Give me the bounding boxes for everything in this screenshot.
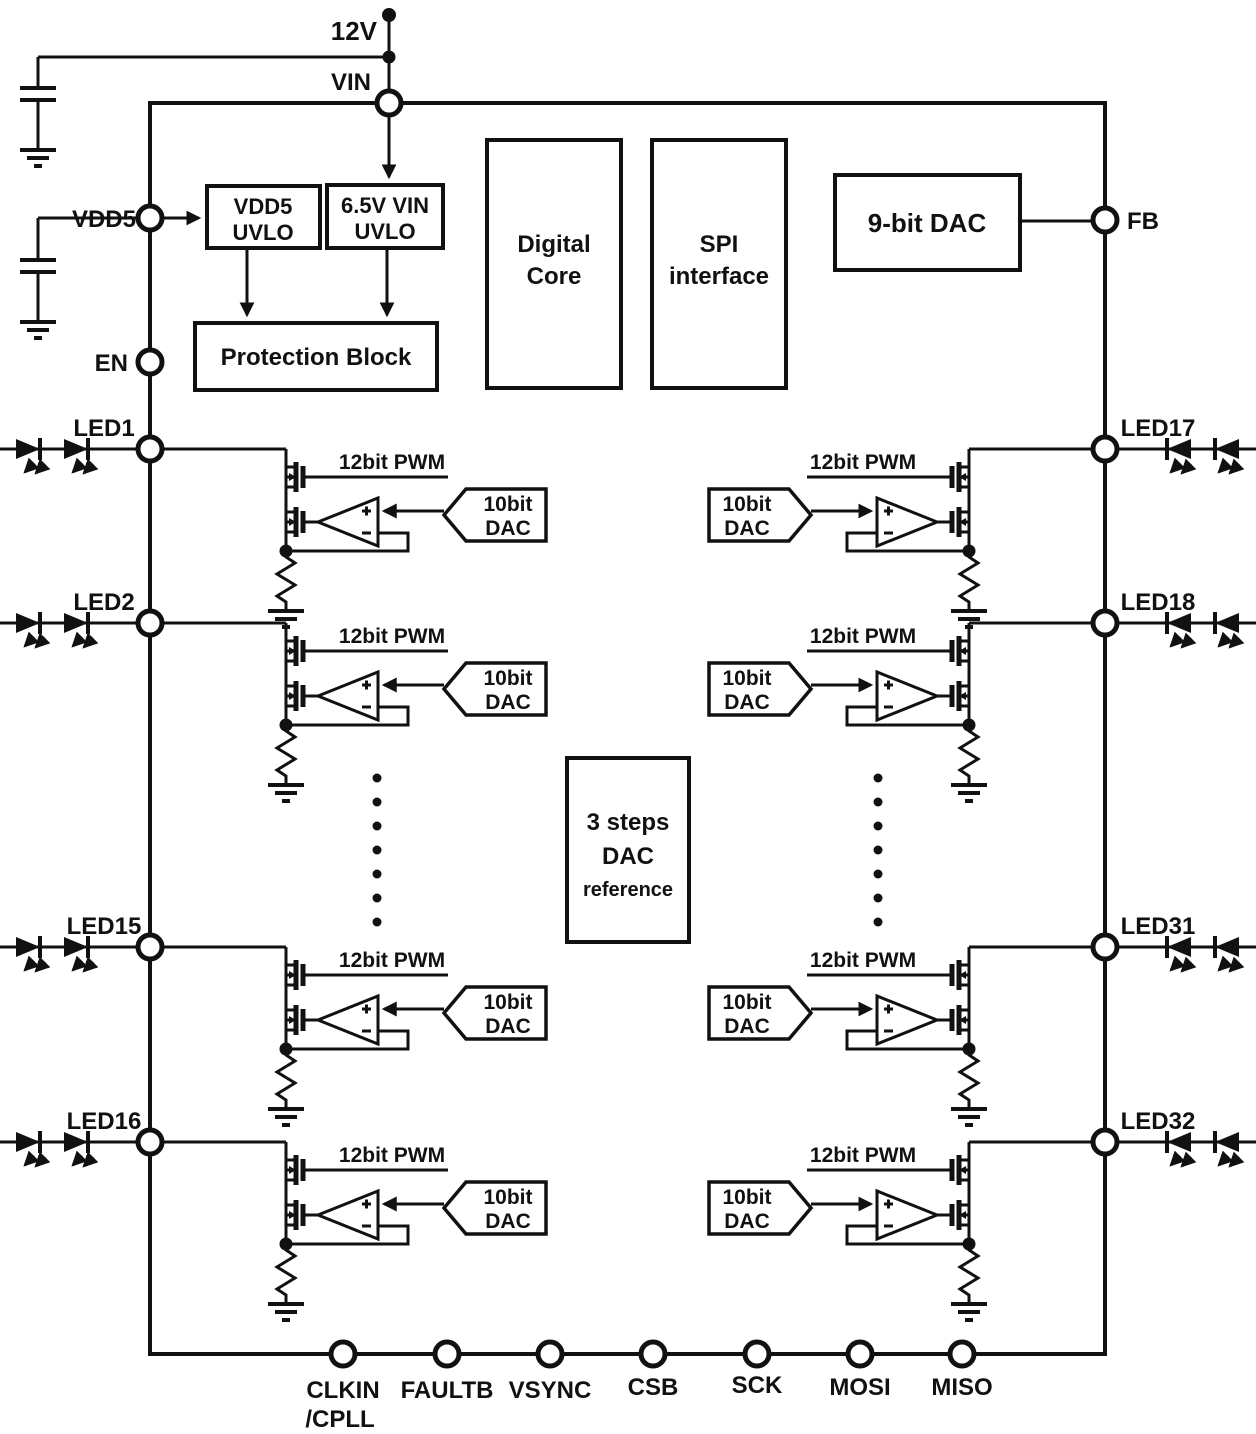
fb-pin-label: FB [1127,208,1159,235]
spi-interface-block [650,138,788,390]
dac10-line1: 10bit [483,667,532,690]
led-pin-label: LED32 [1121,1108,1196,1135]
vin-uvlo-line1: 6.5V VIN [341,193,429,218]
pwm-label: 12bit PWM [339,1144,445,1167]
faultb-label: FAULTB [401,1377,494,1404]
supply-node-dot [382,8,396,22]
dac10-line2: DAC [724,1015,770,1038]
vdd5-uvlo-block [205,184,322,250]
digital-core-line1: Digital [517,231,590,258]
dac10-line2: DAC [724,691,770,714]
ground [18,320,58,340]
dac10-line1: 10bit [483,991,532,1014]
dac10-line1: 10bit [483,493,532,516]
led-pin-label: LED18 [1121,589,1196,616]
digital-core-line2: Core [527,263,582,290]
dac-ref-line2: DAC [602,843,654,870]
led-pin-label: LED1 [73,415,134,442]
led-channel-left-1: LED1 12bit PWM 10bit DAC [0,415,546,627]
vdd5-uvlo-line2: UVLO [232,220,293,245]
dac10-line1: 10bit [722,493,771,516]
pwm-label: 12bit PWM [339,451,445,474]
dac10-line2: DAC [724,517,770,540]
led-channel-right-32: LED32 12bit PWM 10bit DAC [709,1108,1256,1320]
dac9-block [833,173,1022,272]
dac-ref-line1: 3 steps [587,809,670,836]
led-channel-left-16: LED16 12bit PWM 10bit DAC [0,1108,546,1320]
dac-reference-section: 3 steps DAC reference [565,756,691,944]
vdd5-capacitor [18,258,58,274]
dac10-line2: DAC [485,1015,531,1038]
pins [135,88,1120,377]
vin-pin [374,88,404,118]
protection-block [193,321,439,392]
digital-core-block [485,138,623,390]
vdd5-pin [135,203,165,233]
core-section: Digital Core SPI interface 9-bit DAC FB [485,138,1159,390]
ground [18,148,58,168]
spi-line1: SPI [700,231,739,258]
pwm-label: 12bit PWM [810,949,916,972]
led-pin-label: LED15 [67,913,142,940]
rail-12v-label: 12V [331,16,378,46]
dac10-line1: 10bit [722,667,771,690]
dac10-line2: DAC [485,1210,531,1233]
faultb-pin [432,1339,462,1369]
led-channel-right-17: LED17 12bit PWM 10bit DAC [709,415,1256,627]
vin-uvlo-block [325,183,445,250]
clkin-label-line2: /CPLL [305,1406,374,1433]
vin-uvlo-line2: UVLO [354,219,415,244]
vdd5-uvlo-line1: VDD5 [234,194,293,219]
ellipsis-dots-right [873,773,883,927]
input-capacitor [18,86,58,102]
dac10-line2: DAC [485,517,531,540]
miso-pin [947,1339,977,1369]
dac10-line2: DAC [485,691,531,714]
dac9-label: 9-bit DAC [868,208,987,238]
csb-pin [638,1339,668,1369]
dac-ref-line3: reference [583,879,673,901]
pwm-label: 12bit PWM [810,451,916,474]
mosi-label: MOSI [829,1374,890,1401]
dac10-line1: 10bit [483,1186,532,1209]
protection-block-label: Protection Block [221,344,412,371]
pwm-label: 12bit PWM [339,949,445,972]
spi-line2: interface [669,263,769,290]
en-pin [135,347,165,377]
fb-pin [1090,205,1120,235]
miso-label: MISO [931,1374,992,1401]
dac10-line2: DAC [724,1210,770,1233]
led-channel-left-2: LED2 12bit PWM 10bit DAC [0,589,546,801]
vdd5-pin-label: VDD5 [72,206,136,233]
clkin-pin [328,1339,358,1369]
led-channel-right-31: LED31 12bit PWM 10bit DAC [709,913,1256,1125]
chip-outline [148,101,1107,1356]
led-pin-label: LED17 [1121,415,1196,442]
pwm-label: 12bit PWM [339,625,445,648]
csb-label: CSB [628,1374,679,1401]
clkin-label-line1: CLKIN [306,1377,379,1404]
ellipsis-dots-left [372,773,382,927]
sck-label: SCK [732,1372,783,1399]
led-channel-right-18: LED18 12bit PWM 10bit DAC [709,589,1256,801]
dac10-line1: 10bit [722,1186,771,1209]
vin-pin-label: VIN [331,69,371,96]
vsync-pin [535,1339,565,1369]
sck-pin [742,1339,772,1369]
vsync-label: VSYNC [509,1377,592,1404]
led-channel-left-15: LED15 12bit PWM 10bit DAC [0,913,546,1125]
bottom-pin-row: CLKIN /CPLL FAULTB VSYNC CSB SCK MOSI MI… [305,1339,993,1433]
led-pin-label: LED16 [67,1108,142,1135]
pwm-label: 12bit PWM [810,625,916,648]
led-pin-label: LED31 [1121,913,1196,940]
led-pin-label: LED2 [73,589,134,616]
pwm-label: 12bit PWM [810,1144,916,1167]
dac-ref-block [565,756,691,944]
power-input-network: 12V VIN VDD5 EN [18,8,396,377]
uvlo-protection-section: VDD5 UVLO 6.5V VIN UVLO Protection Block [163,115,445,392]
mosi-pin [845,1339,875,1369]
dac10-line1: 10bit [722,991,771,1014]
en-pin-label: EN [95,350,128,377]
